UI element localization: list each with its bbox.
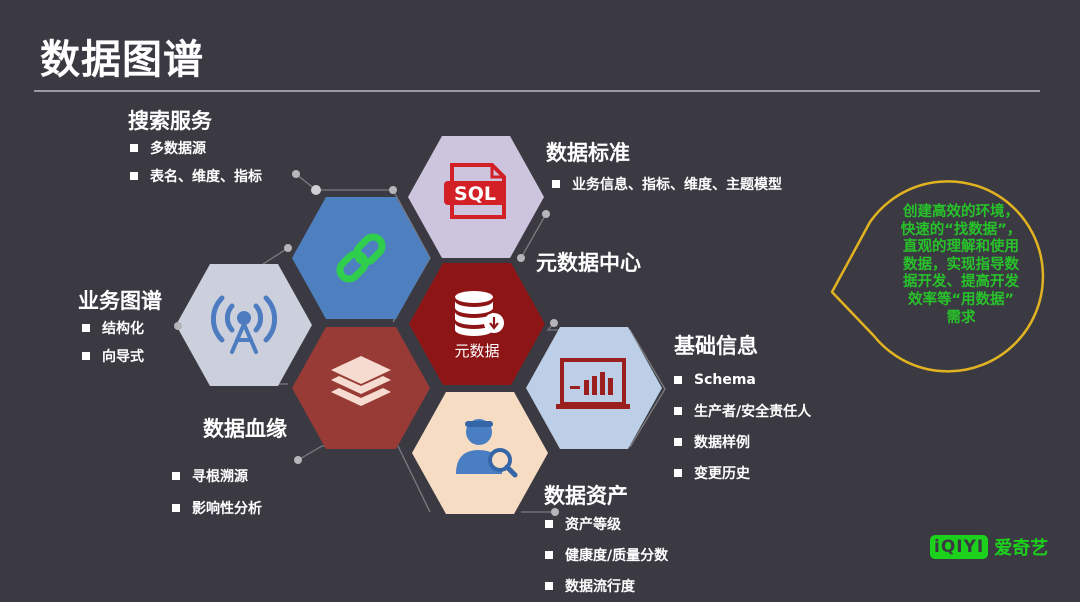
section-title-search: 搜索服务 [128,109,212,133]
section-list-business-graph: 结构化 向导式 [82,318,144,366]
section-title-standard: 数据标准 [546,141,630,165]
list-item: 资产等级 [545,514,668,534]
center-label: 元数据 [454,342,499,360]
section-list-standard: 业务信息、指标、维度、主题模型 [552,174,782,194]
layers-icon [331,356,391,406]
list-item: 结构化 [82,318,144,338]
list-item: 多数据源 [130,138,262,158]
bubble-line: 直观的理解和使用 [903,239,1019,256]
speech-bubble [830,180,1045,373]
section-list-search: 多数据源 表名、维度、指标 [130,138,262,186]
bubble-line: 创建高效的环境， [903,204,1019,220]
link-icon [336,233,386,283]
bubble-text: 创建高效的环境， 快速的“找数据”， 直观的理解和使用 数据，实现指导数 据开发… [866,204,1056,327]
bubble-line: 据开发、提高开发 [903,274,1019,291]
bubble-line: 数据，实现指导数 [903,256,1019,273]
user-search-icon [456,419,518,478]
section-title-asset: 数据资产 [544,484,628,508]
list-item: Schema [674,370,811,390]
bubble-line: 快速的“找数据”， [900,221,1022,238]
list-item: 健康度/质量分数 [545,545,668,565]
list-item: 寻根溯源 [172,466,262,486]
logo-text: 爱奇艺 [994,538,1049,559]
database-icon [455,291,504,336]
sql-file-icon: SQL [444,163,506,219]
list-item: 影响性分析 [172,498,262,518]
logo-mark: iQIYI [930,535,989,559]
bubble-line: 效率等“用数据” [907,291,1015,308]
hub-title: 元数据中心 [536,251,641,275]
svg-text:SQL: SQL [454,183,496,205]
page-title: 数据图谱 [40,37,204,83]
bubble-line: 需求 [946,309,976,326]
section-title-business-graph: 业务图谱 [78,289,162,313]
section-list-basic-info: Schema 生产者/安全责任人 数据样例 变更历史 [674,370,811,483]
list-item: 数据样例 [674,432,811,452]
list-item: 生产者/安全责任人 [674,401,811,421]
section-title-lineage: 数据血缘 [203,417,287,441]
list-item: 表名、维度、指标 [130,166,262,186]
list-item: 变更历史 [674,463,811,483]
section-list-asset: 资产等级 健康度/质量分数 数据流行度 [545,514,668,596]
section-title-basic-info: 基础信息 [674,334,758,358]
antenna-icon [210,295,278,354]
connector-dots [174,170,559,516]
section-list-lineage: 寻根溯源 影响性分析 [172,466,262,518]
iqiyi-logo: iQIYI 爱奇艺 [930,534,1048,560]
list-item: 向导式 [82,346,144,366]
bar-chart-icon [556,358,630,409]
title-divider [34,90,1040,92]
list-item: 数据流行度 [545,576,668,596]
list-item: 业务信息、指标、维度、主题模型 [552,174,782,194]
